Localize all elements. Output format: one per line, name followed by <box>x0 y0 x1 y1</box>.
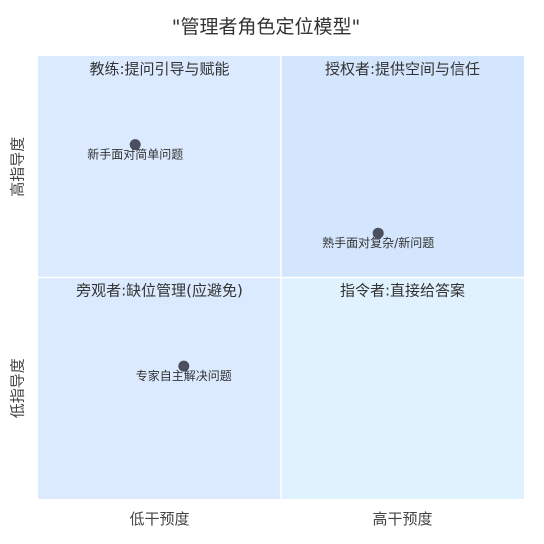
quadrant-label-coach: 教练:提问引导与赋能 <box>89 60 229 78</box>
quadrant-top-right <box>281 56 524 278</box>
quadrant-bottom-right <box>281 277 524 499</box>
point-label: 新手面对简单问题 <box>87 147 183 162</box>
y-category-label: 高指导度 <box>9 137 27 197</box>
x-axis-category-labels: 低干预度 高干预度 <box>129 510 432 528</box>
data-point <box>129 139 141 151</box>
quadrant-label-director: 指令者:直接给答案 <box>340 282 465 300</box>
data-point <box>372 227 384 239</box>
data-points <box>129 139 384 372</box>
data-point <box>178 360 190 372</box>
point-labels: 新手面对简单问题 熟手面对复杂/新问题 专家自主解决问题 <box>87 147 434 384</box>
quadrants <box>38 56 524 499</box>
quadrant-bottom-left <box>38 277 281 499</box>
point-label: 专家自主解决问题 <box>136 368 232 383</box>
quadrant-labels: 教练:提问引导与赋能 授权者:提供空间与信任 旁观者:缺位管理(应避免) 指令者… <box>76 60 480 300</box>
x-category-label: 低干预度 <box>129 510 189 528</box>
y-axis-category-labels: 低指导度 高指导度 <box>9 137 27 419</box>
x-category-label: 高干预度 <box>372 510 432 528</box>
point-label: 熟手面对复杂/新问题 <box>322 235 434 250</box>
quadrant-label-bystander: 旁观者:缺位管理(应避免) <box>76 282 243 300</box>
chart-title: "管理者角色定位模型" <box>172 16 360 38</box>
quadrant-top-left <box>38 56 281 278</box>
quadrant-label-delegator: 授权者:提供空间与信任 <box>325 60 480 78</box>
y-category-label: 低指导度 <box>9 358 27 418</box>
